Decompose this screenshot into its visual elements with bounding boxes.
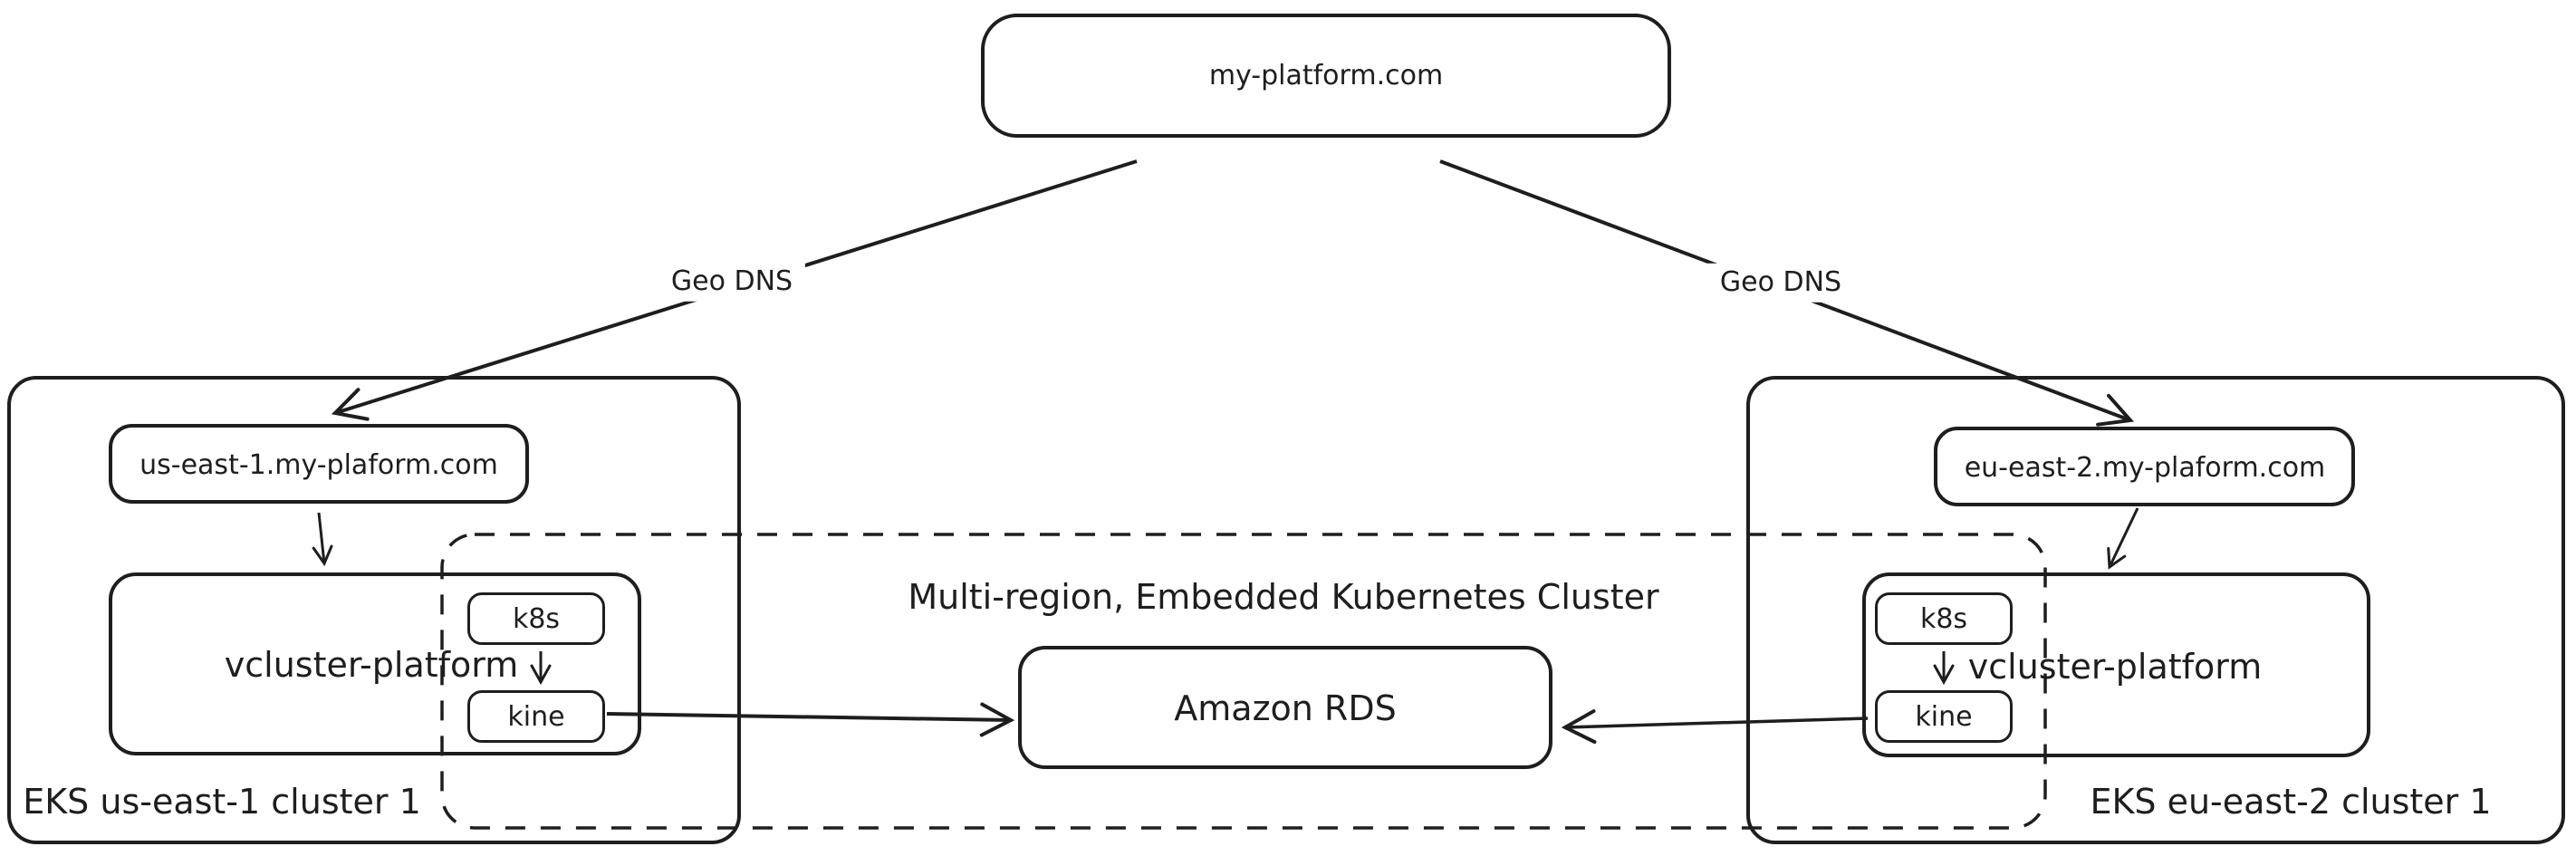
cluster-name-eu-east-2: EKS eu-east-2 cluster 1 [2090, 782, 2492, 822]
kine-label-right: kine [1915, 700, 1973, 733]
kine-label-left: kine [507, 700, 565, 733]
node-root-domain [981, 14, 1671, 138]
multi-region-title: Multi-region, Embedded Kubernetes Cluste… [908, 577, 1659, 618]
vcluster-platform-label-right: vcluster-platform [1967, 647, 2263, 688]
vcluster-platform-label-left: vcluster-platform [224, 645, 519, 686]
k8s-label-right: k8s [1919, 602, 1968, 635]
geo-dns-label-right: Geo DNS [1706, 263, 1855, 303]
cluster-name-us-east-1: EKS us-east-1 cluster 1 [23, 782, 421, 822]
us-east-1-ingress-label: us-east-1.my-plaform.com [139, 448, 498, 481]
k8s-label-left: k8s [512, 602, 561, 635]
eu-east-2-ingress-label: eu-east-2.my-plaform.com [1964, 451, 2326, 484]
amazon-rds-label: Amazon RDS [1174, 688, 1397, 729]
node-us-east-1-ingress [109, 424, 529, 504]
root-domain-label: my-platform.com [1208, 59, 1444, 91]
geo-dns-label-left: Geo DNS [658, 262, 806, 302]
node-eu-east-2-ingress [1934, 427, 2355, 506]
